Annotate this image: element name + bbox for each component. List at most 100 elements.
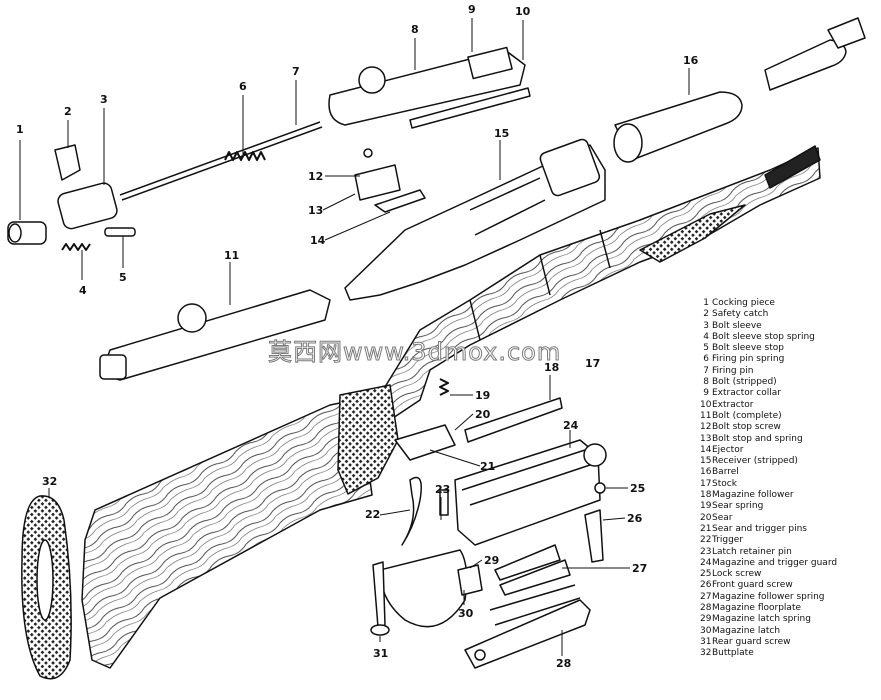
legend-label: Receiver (stripped) [712,456,798,467]
callout-20: 20 [475,408,491,421]
callout-13: 13 [308,204,324,217]
legend-label: Bolt (complete) [712,410,782,421]
legend-item: 18Magazine follower [700,490,878,501]
legend-label: Extractor [712,399,754,410]
legend-item: 30Magazine latch [700,626,878,637]
callout-24: 24 [563,419,579,432]
barrel-16 [613,17,866,163]
legend-label: Bolt sleeve [712,320,762,331]
legend-label: Bolt sleeve stop [712,343,784,354]
legend-number: 20 [700,512,712,523]
bolt-stop-12-14 [354,148,426,213]
leader-lines [19,18,690,656]
legend-item: 31Rear guard screw [700,637,878,648]
legend-item: 25Lock screw [700,569,878,580]
legend-label: Ejector [712,444,744,455]
legend-number: 31 [700,636,712,647]
legend-label: Front guard screw [712,580,793,591]
callout-7: 7 [292,65,300,78]
callout-16: 16 [683,54,699,67]
legend-number: 21 [700,523,712,534]
legend-number: 8 [703,377,709,388]
callout-9: 9 [468,3,476,16]
legend-number: 30 [700,625,712,636]
legend-number: 9 [703,388,709,399]
legend-item: 11Bolt (complete) [700,411,878,422]
legend-number: 3 [703,320,709,331]
legend-label: Cocking piece [712,298,775,308]
legend-item: 15Receiver (stripped) [700,456,878,467]
callout-27: 27 [632,562,648,575]
legend-item: 21Sear and trigger pins [700,524,878,535]
legend-label: Sear and trigger pins [712,523,807,534]
callout-2: 2 [64,105,72,118]
callout-32: 32 [42,475,58,488]
legend-number: 10 [700,399,712,410]
callout-19: 19 [475,389,491,402]
legend-label: Bolt stop screw [712,422,781,433]
stock-17 [81,145,821,669]
legend-item: 32Buttplate [700,648,878,659]
legend-item: 23Latch retainer pin [700,547,878,558]
callout-5: 5 [119,271,127,284]
callout-25: 25 [630,482,646,495]
cocking-piece-1 [7,221,47,245]
legend-label: Rear guard screw [712,636,791,647]
legend-label: Magazine latch spring [712,614,811,625]
legend-item: 27Magazine follower spring [700,592,878,603]
callout-17: 17 [585,357,601,370]
callout-30: 30 [458,607,474,620]
legend-label: Bolt stop and spring [712,433,803,444]
legend-label: Magazine follower spring [712,591,825,602]
legend-label: Magazine latch [712,625,781,636]
legend-number: 5 [703,343,709,354]
legend-item: 28Magazine floorplate [700,603,878,614]
legend-item: 10Extractor [700,400,878,411]
legend-item: 14Ejector [700,445,878,456]
buttplate-32 [21,495,72,680]
legend-item: 24Magazine and trigger guard [700,558,878,569]
legend-number: 23 [700,546,712,557]
watermark: 莫西网www.3dmox.com [267,338,562,367]
bolt-complete-11 [99,289,331,381]
safety-catch-2 [54,144,81,181]
legend-label: Magazine floorplate [712,603,802,614]
callout-18: 18 [544,361,560,374]
bolt-sleeve-3 [57,182,118,230]
callout-10: 10 [515,5,531,18]
legend-item: 19Sear spring [700,501,878,512]
callout-3: 3 [100,93,108,106]
legend-number: 32 [700,648,712,659]
callout-26: 26 [627,512,643,525]
legend-item: 22Trigger [700,535,878,546]
legend-number: 7 [703,365,709,376]
legend-label: Safety catch [712,309,769,320]
legend-number: 28 [700,603,712,614]
legend-label: Trigger [712,535,744,546]
legend-number: 25 [700,569,712,580]
legend-number: 22 [700,535,712,546]
screws [370,482,606,636]
legend-number: 15 [700,456,712,467]
legend-number: 29 [700,614,712,625]
legend-number: 18 [700,490,712,501]
legend-number: 2 [703,309,709,320]
magazine-24 [379,439,607,628]
legend-label: Magazine follower [712,490,794,501]
legend-label: Sear spring [712,501,764,512]
legend-item: 16Barrel [700,467,878,478]
legend-item: 20Sear [700,513,878,524]
legend-number: 27 [700,591,712,602]
legend-item: 12Bolt stop screw [700,422,878,433]
legend-number: 12 [700,422,712,433]
callout-11: 11 [224,249,240,262]
legend-number: 24 [700,557,712,568]
